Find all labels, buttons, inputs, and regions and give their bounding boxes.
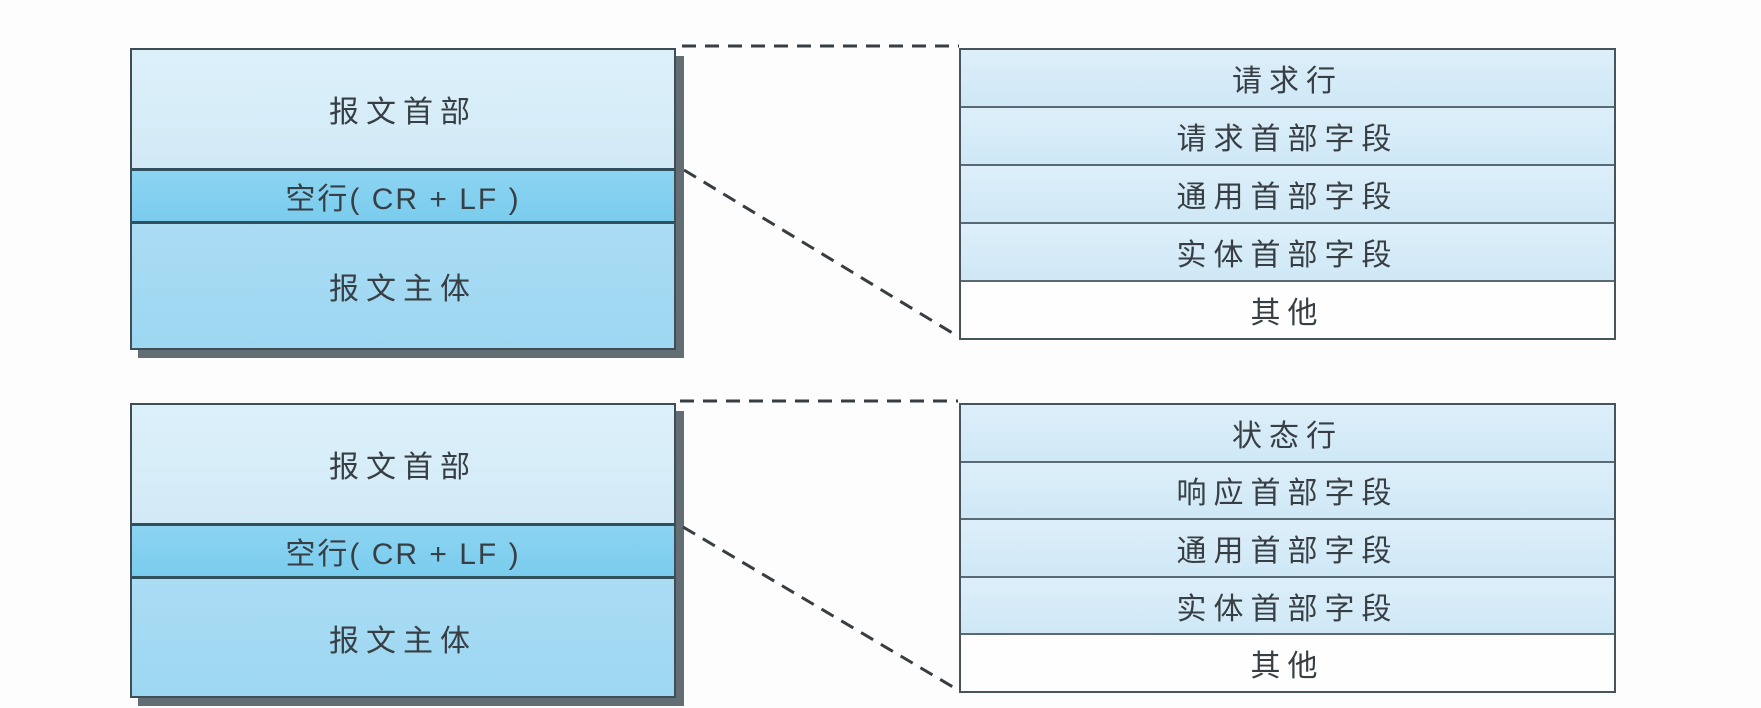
response-blank-line-cell: 空行( CR + LF )	[132, 523, 674, 579]
request-entity-header-fields-row: 实体首部字段	[961, 222, 1614, 280]
request-header-fields-label: 请求首部字段	[1176, 123, 1399, 156]
request-header-detail-box: 请求行 请求首部字段 通用首部字段 实体首部字段 其他	[959, 48, 1616, 340]
response-blank-line-label: 空行( CR + LF )	[285, 538, 521, 571]
response-other-label: 其他	[1250, 650, 1325, 684]
request-message-body-cell: 报文主体	[132, 224, 674, 348]
request-general-header-fields-row: 通用首部字段	[961, 164, 1614, 222]
status-line-label: 状态行	[1232, 419, 1343, 453]
response-message-body-cell: 报文主体	[132, 579, 674, 696]
request-message-body-label: 报文主体	[329, 273, 477, 306]
request-entity-header-fields-label: 实体首部字段	[1176, 239, 1399, 272]
response-general-header-fields-label: 通用首部字段	[1176, 534, 1399, 568]
request-message-header-label: 报文首部	[329, 96, 477, 129]
response-entity-header-fields-row: 实体首部字段	[961, 575, 1614, 634]
response-entity-header-fields-label: 实体首部字段	[1176, 592, 1399, 626]
response-header-fields-label: 响应首部字段	[1176, 477, 1399, 511]
response-message-header-label: 报文首部	[329, 451, 477, 484]
request-line-row: 请求行	[961, 50, 1614, 106]
request-blank-line-label: 空行( CR + LF )	[285, 183, 521, 216]
response-header-detail-box: 状态行 响应首部字段 通用首部字段 实体首部字段 其他	[959, 403, 1616, 693]
response-other-row: 其他	[961, 633, 1614, 691]
request-general-header-fields-label: 通用首部字段	[1176, 181, 1399, 214]
request-blank-line-cell: 空行( CR + LF )	[132, 168, 674, 224]
status-line-row: 状态行	[961, 405, 1614, 461]
response-message-body-label: 报文主体	[329, 624, 477, 658]
request-other-label: 其他	[1250, 297, 1325, 330]
response-message-header-cell: 报文首部	[132, 405, 674, 523]
request-diagonal-dashed-connector	[683, 168, 960, 339]
request-message-header-cell: 报文首部	[132, 50, 674, 168]
response-header-fields-row: 响应首部字段	[961, 460, 1614, 519]
response-general-header-fields-row: 通用首部字段	[961, 518, 1614, 576]
response-message-box: 报文首部 空行( CR + LF ) 报文主体	[130, 403, 676, 698]
request-message-box: 报文首部 空行( CR + LF ) 报文主体	[130, 48, 676, 350]
response-diagonal-dashed-connector	[682, 525, 959, 692]
request-line-label: 请求行	[1232, 65, 1343, 98]
request-other-row: 其他	[961, 280, 1614, 338]
request-header-fields-row: 请求首部字段	[961, 106, 1614, 164]
